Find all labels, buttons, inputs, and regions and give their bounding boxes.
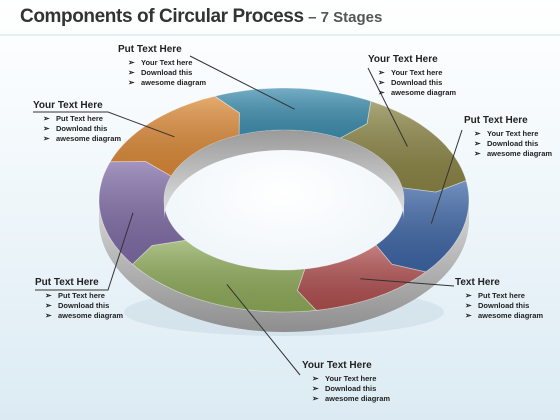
callout-heading: Your Text Here: [302, 360, 372, 371]
callout-stage-4: Text Here Put Text here Download this aw…: [455, 277, 558, 321]
callout-bullet: awesome diagram: [474, 149, 558, 159]
callout-bullet: Download this: [128, 68, 253, 78]
callout-bullet: Download this: [43, 124, 168, 134]
callout-stage-5: Your Text Here Your Text here Download t…: [302, 360, 437, 404]
ring-segment-gloss: [110, 96, 240, 177]
ring-segment-gloss: [214, 88, 371, 139]
page-title: Components of Circular Process – 7 Stage…: [20, 6, 382, 28]
callout-bullet: awesome diagram: [45, 311, 170, 321]
ring-hole: [164, 130, 404, 270]
ring-segment-gloss: [132, 240, 317, 312]
callout-bullet: awesome diagram: [128, 78, 253, 88]
callout-heading: Put Text Here: [464, 115, 528, 126]
callout-bullet: Download this: [312, 384, 437, 394]
callout-heading: Put Text Here: [118, 44, 182, 55]
callout-leader-line: [360, 278, 455, 287]
callout-bullet: Download this: [45, 301, 170, 311]
callout-bullet: Put Text here: [465, 291, 558, 301]
ring-segment-gloss: [297, 245, 426, 311]
callout-heading: Your Text Here: [368, 54, 438, 65]
callout-leader-line: [35, 212, 134, 291]
callout-heading: Your Text Here: [33, 100, 103, 111]
callout-leader-line: [226, 284, 301, 376]
callout-stage-3: Put Text Here Your Text here Download th…: [464, 115, 558, 159]
callout-stage-6: Put Text Here Put Text here Download thi…: [35, 277, 170, 321]
callout-bullet: Download this: [465, 301, 558, 311]
title-main: Components of Circular Process: [20, 6, 304, 27]
callout-stage-1: Put Text Here Your Text here Download th…: [118, 44, 253, 88]
ring-outer-side: [99, 200, 469, 332]
ring-segment-gloss: [375, 180, 469, 272]
callout-heading: Text Here: [455, 277, 500, 288]
callout-stage-7: Your Text Here Put Text here Download th…: [33, 100, 168, 144]
callout-bullet: Put Text here: [45, 291, 170, 301]
callout-heading: Put Text Here: [35, 277, 99, 288]
ring-segment-gloss: [99, 161, 186, 265]
title-divider: [0, 34, 560, 36]
callout-bullet: Download this: [378, 78, 503, 88]
ring-segments: [98, 87, 470, 313]
callout-bullet: Put Text here: [43, 114, 168, 124]
callout-bullet: awesome diagram: [43, 134, 168, 144]
callout-bullet: awesome diagram: [378, 88, 503, 98]
callout-bullet: Download this: [474, 139, 558, 149]
callout-bullet: Your Text here: [378, 68, 503, 78]
ring-inner-wall: [164, 130, 404, 220]
callout-leader-line: [367, 67, 408, 147]
callout-bullet: Your Text here: [312, 374, 437, 384]
callout-bullet: Your Text here: [128, 58, 253, 68]
ring-segment-gloss: [340, 101, 467, 193]
callout-bullet: awesome diagram: [465, 311, 558, 321]
callout-leader-line: [430, 129, 463, 224]
callout-bullet: Your Text here: [474, 129, 558, 139]
callout-stage-2: Your Text Here Your Text here Download t…: [368, 54, 503, 98]
title-sub: – 7 Stages: [308, 9, 383, 26]
callout-bullet: awesome diagram: [312, 394, 437, 404]
